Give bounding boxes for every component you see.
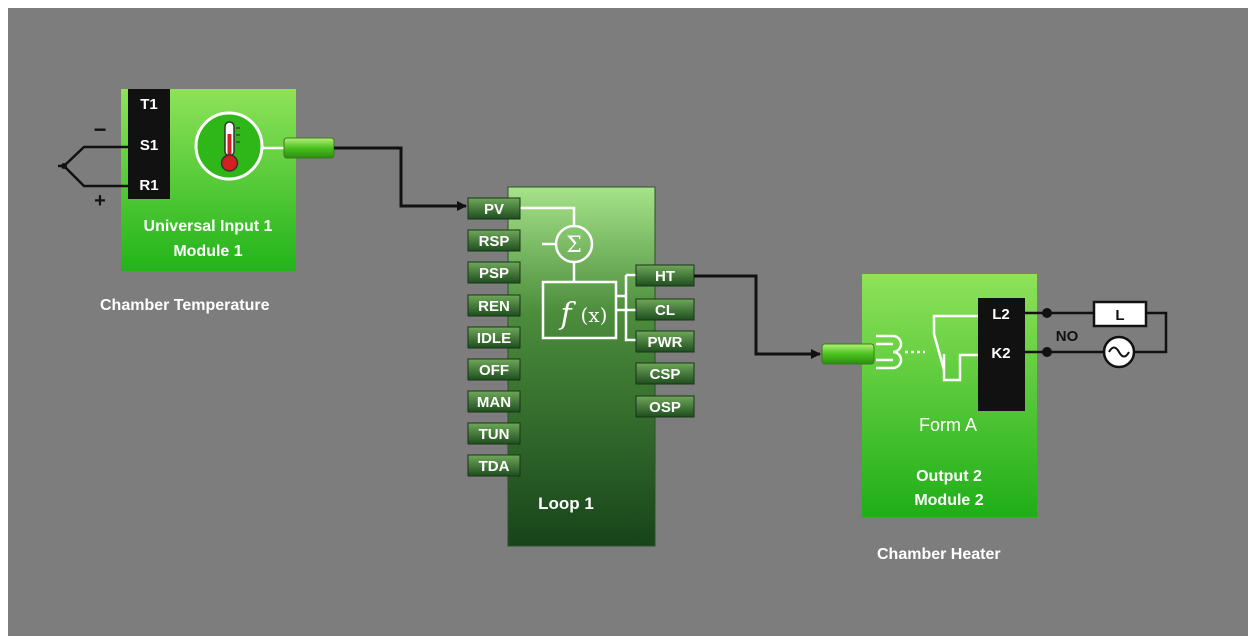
terminal-r1: R1 <box>139 177 158 194</box>
wire-input-to-pv <box>334 146 467 211</box>
loop-block-body <box>507 186 656 547</box>
sum-symbol: Σ <box>566 233 582 258</box>
output-block-title-line2: Module 2 <box>914 492 983 509</box>
output-caption: Chamber Heater <box>877 546 1001 563</box>
pin-off[interactable]: OFF <box>467 358 521 381</box>
svg-text:TUN: TUN <box>479 426 510 443</box>
input-module-block[interactable]: T1 S1 R1 Universal Input 1 Module 1 <box>121 89 335 271</box>
relay-contact-icon <box>876 314 978 382</box>
polarity-plus: + <box>94 190 106 212</box>
pin-man[interactable]: MAN <box>467 390 521 413</box>
func-arg: (x) <box>581 303 608 327</box>
terminal-k2: K2 <box>991 345 1010 362</box>
svg-text:TDA: TDA <box>479 458 510 475</box>
pin-ren[interactable]: REN <box>467 294 521 317</box>
loop-block-title: Loop 1 <box>538 494 594 513</box>
pin-cl[interactable]: CL <box>635 298 695 321</box>
wire-ht-to-output <box>694 274 821 359</box>
svg-text:PWR: PWR <box>648 334 683 351</box>
terminal-s1: S1 <box>140 137 158 154</box>
input-block-title-line1: Universal Input 1 <box>144 218 273 235</box>
svg-text:PV: PV <box>484 201 504 218</box>
pin-tda[interactable]: TDA <box>467 454 521 477</box>
input-block-title-line2: Module 1 <box>173 243 242 260</box>
terminal-t1: T1 <box>140 96 158 113</box>
pin-psp[interactable]: PSP <box>467 261 521 284</box>
svg-text:OFF: OFF <box>479 362 509 379</box>
svg-text:PSP: PSP <box>479 265 509 282</box>
svg-text:OSP: OSP <box>649 399 681 416</box>
loop-block[interactable]: Σ f (x) PV RSP PSP REN IDLE OFF MAN TUN <box>467 186 695 547</box>
terminal-l2: L2 <box>992 306 1010 323</box>
form-label: Form A <box>919 415 977 435</box>
output-input-connector[interactable] <box>821 343 875 365</box>
output-terminal-strip <box>978 298 1025 411</box>
pin-rsp[interactable]: RSP <box>467 229 521 252</box>
svg-text:IDLE: IDLE <box>477 330 511 347</box>
ac-source-icon <box>1102 335 1136 369</box>
pin-osp[interactable]: OSP <box>635 395 695 418</box>
input-output-connector[interactable] <box>283 137 335 159</box>
input-caption: Chamber Temperature <box>100 297 270 314</box>
loop-output-pins: HT CL PWR CSP OSP <box>635 264 695 418</box>
load-label: L <box>1115 307 1124 324</box>
svg-text:CSP: CSP <box>650 366 681 383</box>
loop-internal-lines <box>520 206 636 342</box>
svg-text:MAN: MAN <box>477 394 511 411</box>
output-block-title-line1: Output 2 <box>916 468 982 485</box>
pin-csp[interactable]: CSP <box>635 362 695 385</box>
svg-text:HT: HT <box>655 268 675 285</box>
thermometer-icon <box>194 111 264 181</box>
thermocouple-symbol: − + <box>58 117 128 212</box>
load-circuit: L NO <box>1025 300 1168 369</box>
loop-input-pins: PV RSP PSP REN IDLE OFF MAN TUN TDA <box>467 197 521 477</box>
polarity-minus: − <box>94 117 107 142</box>
svg-text:RSP: RSP <box>479 233 510 250</box>
svg-text:CL: CL <box>655 302 675 319</box>
no-contact-label: NO <box>1056 328 1079 345</box>
pin-pwr[interactable]: PWR <box>635 330 695 353</box>
input-terminal-strip <box>128 89 170 199</box>
pin-ht[interactable]: HT <box>635 264 695 287</box>
pin-tun[interactable]: TUN <box>467 422 521 445</box>
pin-pv[interactable]: PV <box>467 197 521 220</box>
output-module-block[interactable]: L2 K2 Form A Output 2 Module 2 <box>821 274 1037 517</box>
pin-idle[interactable]: IDLE <box>467 326 521 349</box>
svg-text:REN: REN <box>478 298 510 315</box>
